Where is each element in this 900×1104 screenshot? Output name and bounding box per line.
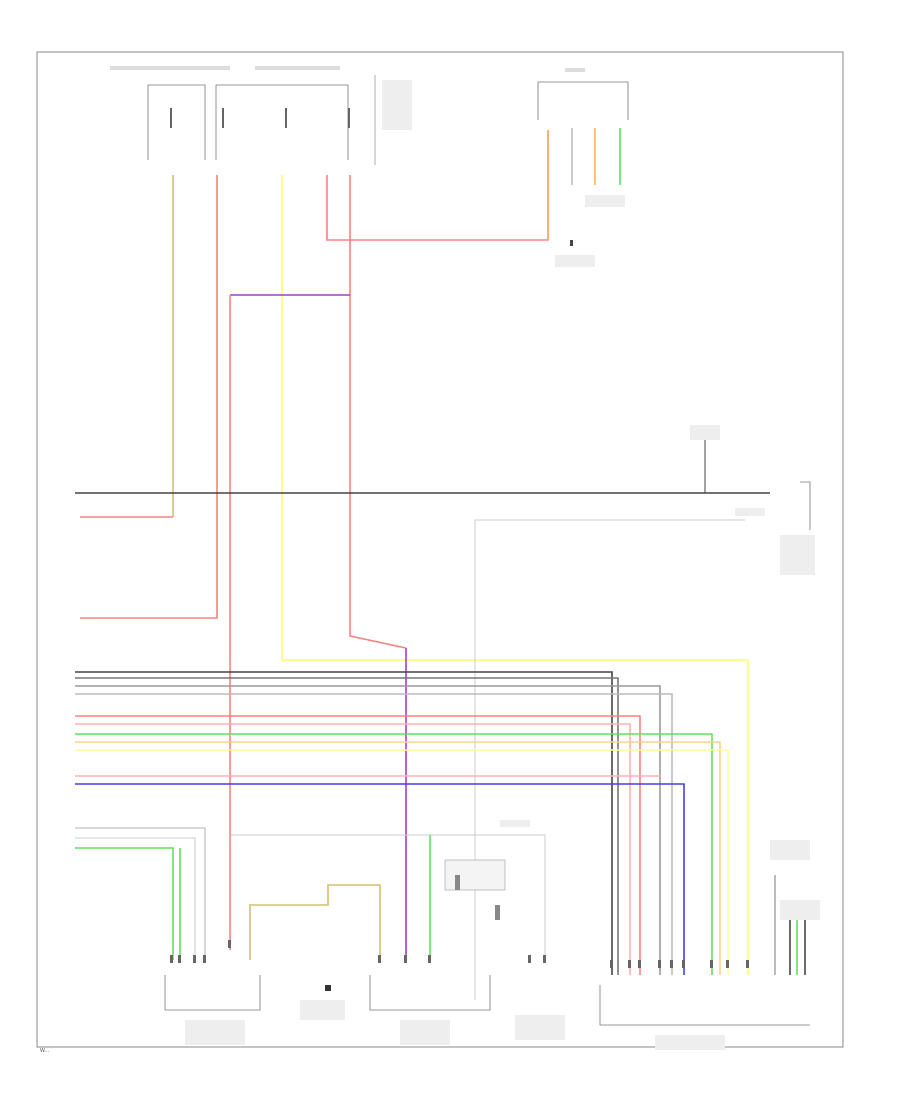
wire-green-bundle (75, 733, 713, 975)
relay-block (444, 859, 506, 920)
wire-lightgray-bottom (230, 834, 546, 960)
wire-blue-bundle (75, 783, 685, 975)
module-top-right (537, 68, 629, 267)
wire-lightgray-bl1 (75, 827, 206, 960)
page-label: W... (40, 1048, 50, 1054)
component-bottom-center (369, 975, 491, 1045)
label-ground-bottom (300, 1000, 345, 1020)
ground-label-block (690, 425, 720, 440)
component-bottom-right (599, 985, 810, 1050)
wire-orange-bundle (75, 741, 721, 975)
wire-red-loop-top (326, 130, 549, 241)
ground-symbol-bottom (325, 985, 331, 991)
wire-lightgray-thin (474, 519, 745, 1000)
wire-darkgray-2 (75, 677, 619, 975)
wire-yellow-main (281, 175, 749, 975)
wire-lightgray-bl2 (75, 837, 196, 960)
wire-lightgray-4 (75, 693, 673, 975)
pin-markers-bottom (170, 940, 749, 968)
wire-yellow-bundle (75, 749, 729, 975)
component-bottom-mid (515, 1015, 565, 1040)
wire-pink-bundle (75, 723, 631, 975)
label-block-right-mid (780, 535, 815, 575)
fuse-block-right (215, 66, 412, 165)
wire-tan-bottom (249, 884, 381, 960)
diagram-frame (36, 51, 844, 1048)
label-small-mid (735, 508, 765, 516)
connector-right-mid (800, 481, 811, 530)
wire-darkgray-1 (75, 671, 613, 975)
wire-gray-3 (75, 685, 661, 975)
component-bottom-left (164, 975, 261, 1045)
wire-green-bl (75, 847, 174, 960)
right-connector-cluster (770, 840, 820, 975)
wire-red-bundle (75, 715, 641, 975)
wire-red-fuse5 (349, 175, 407, 649)
fuse-block-left (110, 66, 230, 160)
wire-pink-fuse2 (80, 175, 218, 619)
label-bottom-mid (500, 820, 530, 827)
